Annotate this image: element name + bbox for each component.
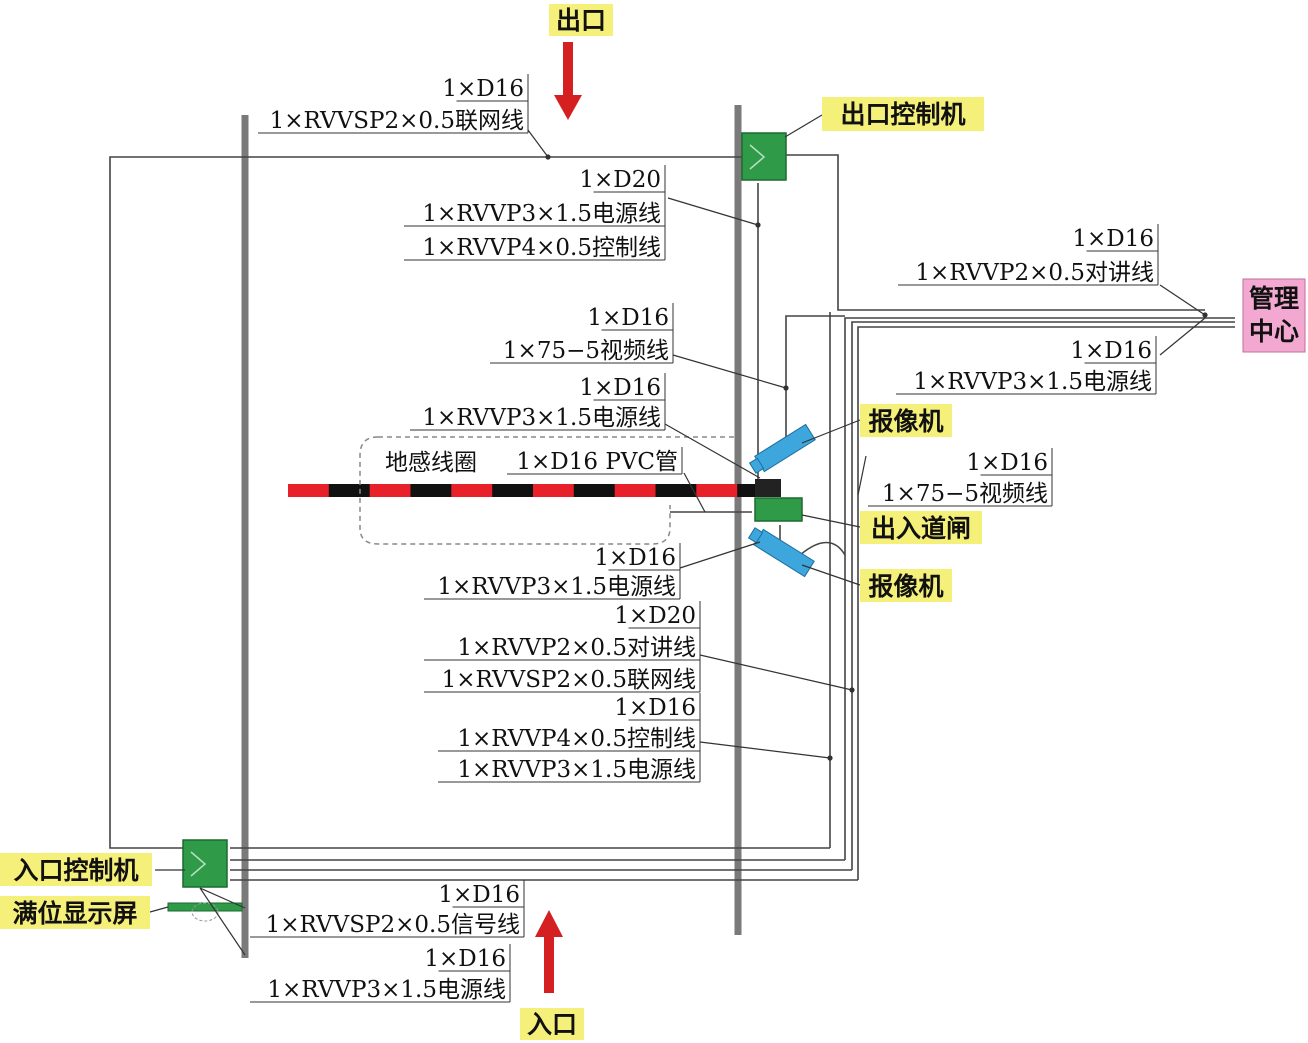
cable-label-i-line-1: 1×D16 <box>594 545 676 571</box>
management-center-line2: 中心 <box>1249 317 1299 346</box>
cable-label-e-line-1: 1×D16 <box>587 305 669 331</box>
cable-label-k-line-1: 1×D16 <box>614 695 696 721</box>
tag-full-display-text: 满位显示屏 <box>12 899 137 928</box>
tag-exit-controller: 出口控制机 <box>822 97 984 131</box>
cable-label-k-line-3: 1×RVVP3×1.5电源线 <box>457 757 696 783</box>
cable-label-d-line-2: 1×RVVP3×1.5电源线 <box>913 369 1152 395</box>
cable-label-i-line-2: 1×RVVP3×1.5电源线 <box>437 574 676 600</box>
tag-full-display: 满位显示屏 <box>0 896 150 929</box>
cable-label-k-line-2: 1×RVVP4×0.5控制线 <box>457 726 696 752</box>
cable-label-h-line-1: 1×D16 <box>966 450 1048 476</box>
tag-barrier-text: 出入道闸 <box>871 514 971 543</box>
boom-segment <box>451 484 493 497</box>
cable-label-c-line-2: 1×RVVP2×0.5对讲线 <box>915 260 1154 286</box>
cable-label-e-line-2: 1×75−5视频线 <box>503 338 669 364</box>
ground-loop <box>359 436 735 545</box>
cable-label-a-line-2: 1×RVVSP2×0.5联网线 <box>270 108 524 134</box>
boom-segment <box>614 484 656 497</box>
loop-label-text: 地感线圈 <box>385 450 477 476</box>
cable-label-b-line-1: 1×D20 <box>579 167 661 193</box>
cable-label-j-line-1: 1×D20 <box>614 603 696 629</box>
tag-camera-top-text: 报像机 <box>868 407 943 436</box>
cable-labels: 1×D161×RVVSP2×0.5联网线1×D201×RVVP3×1.5电源线1… <box>250 74 1159 1003</box>
barrier-gate-box <box>754 479 803 522</box>
entry-controller <box>182 839 228 888</box>
boom-arm <box>288 484 779 497</box>
boom-segment <box>328 484 371 497</box>
tag-entry-controller-text: 入口控制机 <box>13 856 138 885</box>
tag-camera-bottom: 报像机 <box>860 569 952 602</box>
boom-segment <box>655 484 697 497</box>
camera-top <box>748 423 816 474</box>
boom-segment <box>410 484 452 497</box>
tag-exit-text: 出口 <box>556 6 606 35</box>
cable-label-m-line-1: 1×D16 <box>424 946 506 972</box>
cable-label-a-line-1: 1×D16 <box>442 76 524 102</box>
cable-label-j-line-2: 1×RVVP2×0.5对讲线 <box>457 635 696 661</box>
management-center: 管理 中心 <box>1242 278 1306 353</box>
leader-lines <box>149 114 1208 956</box>
tag-entry-text: 入口 <box>527 1010 577 1039</box>
cable-label-c-line-1: 1×D16 <box>1072 226 1154 252</box>
boom-segment <box>696 484 738 497</box>
cable-label-l-line-2: 1×RVVSP2×0.5信号线 <box>266 912 520 938</box>
cable-label-l-line-1: 1×D16 <box>438 882 520 908</box>
exit-arrow <box>554 42 582 120</box>
cable-label-b-line-3: 1×RVVP4×0.5控制线 <box>422 235 661 261</box>
cable-label-m-line-2: 1×RVVP3×1.5电源线 <box>267 977 506 1003</box>
cable-label-f-line-1: 1×D16 <box>579 375 661 401</box>
boom-segment <box>492 484 534 497</box>
tag-camera-top: 报像机 <box>860 404 952 437</box>
cable-label-g-line-1: 1×D16 PVC管 <box>516 449 678 475</box>
exit-controller <box>741 132 787 181</box>
cable-label-h-line-2: 1×75−5视频线 <box>882 481 1048 507</box>
boom-segment <box>573 484 616 497</box>
camera-bottom <box>747 527 815 578</box>
entry-arrow <box>535 910 563 993</box>
tag-exit-controller-text: 出口控制机 <box>840 100 965 129</box>
boom-segment <box>288 484 330 497</box>
tag-entry-controller: 入口控制机 <box>0 853 152 886</box>
management-center-line1: 管理 <box>1249 284 1299 313</box>
tag-entry: 入口 <box>520 1008 584 1040</box>
cable-label-f-line-2: 1×RVVP3×1.5电源线 <box>422 405 661 431</box>
loop-label: 地感线圈 <box>385 450 477 476</box>
boom-segment <box>533 484 575 497</box>
cable-routes <box>109 154 1235 881</box>
tag-camera-bottom-text: 报像机 <box>868 572 943 601</box>
cable-label-b-line-2: 1×RVVP3×1.5电源线 <box>422 201 661 227</box>
cable-label-j-line-3: 1×RVVSP2×0.5联网线 <box>442 667 696 693</box>
cable-label-d-line-1: 1×D16 <box>1070 338 1152 364</box>
boom-segment <box>369 484 411 497</box>
tag-exit: 出口 <box>549 4 613 36</box>
full-display-screen <box>167 902 243 922</box>
tag-barrier: 出入道闸 <box>860 511 982 544</box>
